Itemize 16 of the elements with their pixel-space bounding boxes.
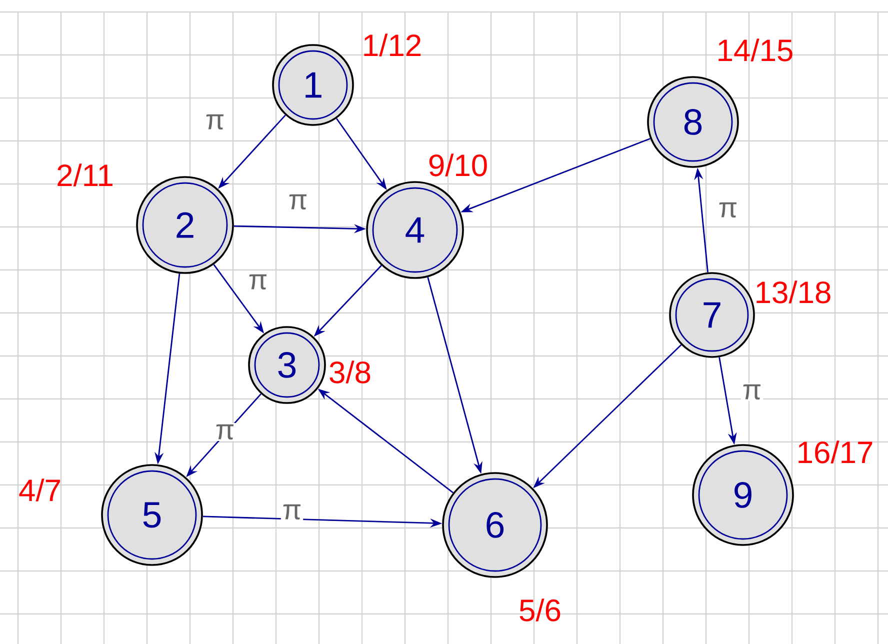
edge-label: π xyxy=(246,273,270,291)
time-label: 2/11 xyxy=(58,164,112,186)
edge-label: π xyxy=(214,423,236,441)
time-label: 3/8 xyxy=(330,360,370,384)
edge-label: π xyxy=(286,193,310,211)
time-label: 13/18 xyxy=(756,280,830,304)
time-label: 14/15 xyxy=(718,38,792,62)
time-label: 1/12 xyxy=(364,34,421,56)
edge-label: π xyxy=(280,503,304,521)
edge-label: π xyxy=(740,383,764,401)
time-label: 16/17 xyxy=(798,440,872,464)
edge-label: π xyxy=(716,201,740,219)
time-label: 4/7 xyxy=(19,478,60,502)
edge-label: π xyxy=(204,113,226,131)
time-label: 5/6 xyxy=(520,598,560,622)
time-label: 9/10 xyxy=(429,154,487,176)
